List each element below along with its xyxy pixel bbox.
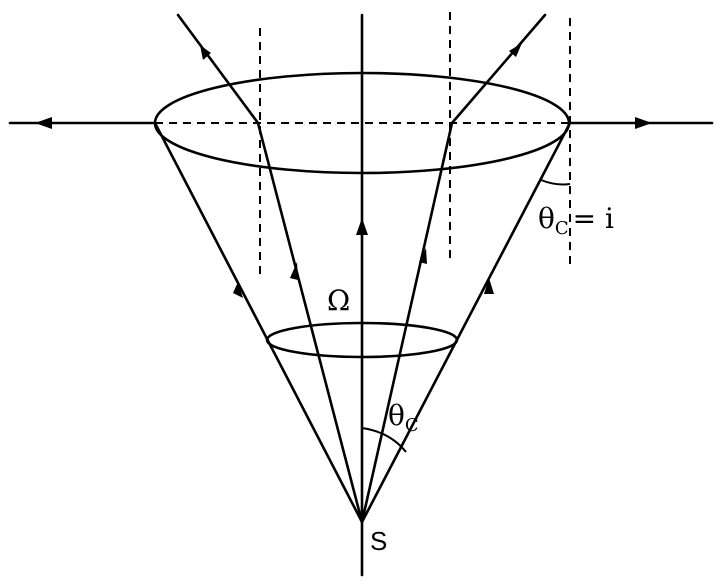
cone-left-arrow-icon [233,282,243,298]
theta-source-subscript: C [405,415,419,436]
left-arrowhead-icon [35,117,52,129]
inner-ray-right-arrow-icon [419,248,427,264]
refracted-left-arrow-icon [200,45,211,60]
cone-right-edge [360,121,572,524]
inner-ray-right [360,121,454,524]
theta-surface-label: θC= i [538,202,614,239]
theta-surface-equals: = i [573,202,614,235]
refracted-ray-left [176,13,260,125]
cone-left-edge [153,121,364,524]
refracted-right-arrow-icon [509,43,522,57]
theta-surface-symbol: θ [538,202,555,235]
inner-ray-left [256,121,364,524]
angle-arc-surface [540,179,571,186]
theta-source-label: θC [388,399,419,436]
angle-arc-source [361,427,407,453]
refracted-ray-right [450,13,547,125]
source-label: S [370,526,387,556]
theta-surface-subscript: C [555,218,569,239]
solid-angle-label: Ω [327,284,350,317]
axis-arrow-icon [356,218,368,235]
cone-right-arrow-icon [484,278,494,294]
inner-ray-left-arrow-icon [290,262,298,280]
theta-source-symbol: θ [388,399,405,432]
right-arrowhead-icon [635,117,652,129]
